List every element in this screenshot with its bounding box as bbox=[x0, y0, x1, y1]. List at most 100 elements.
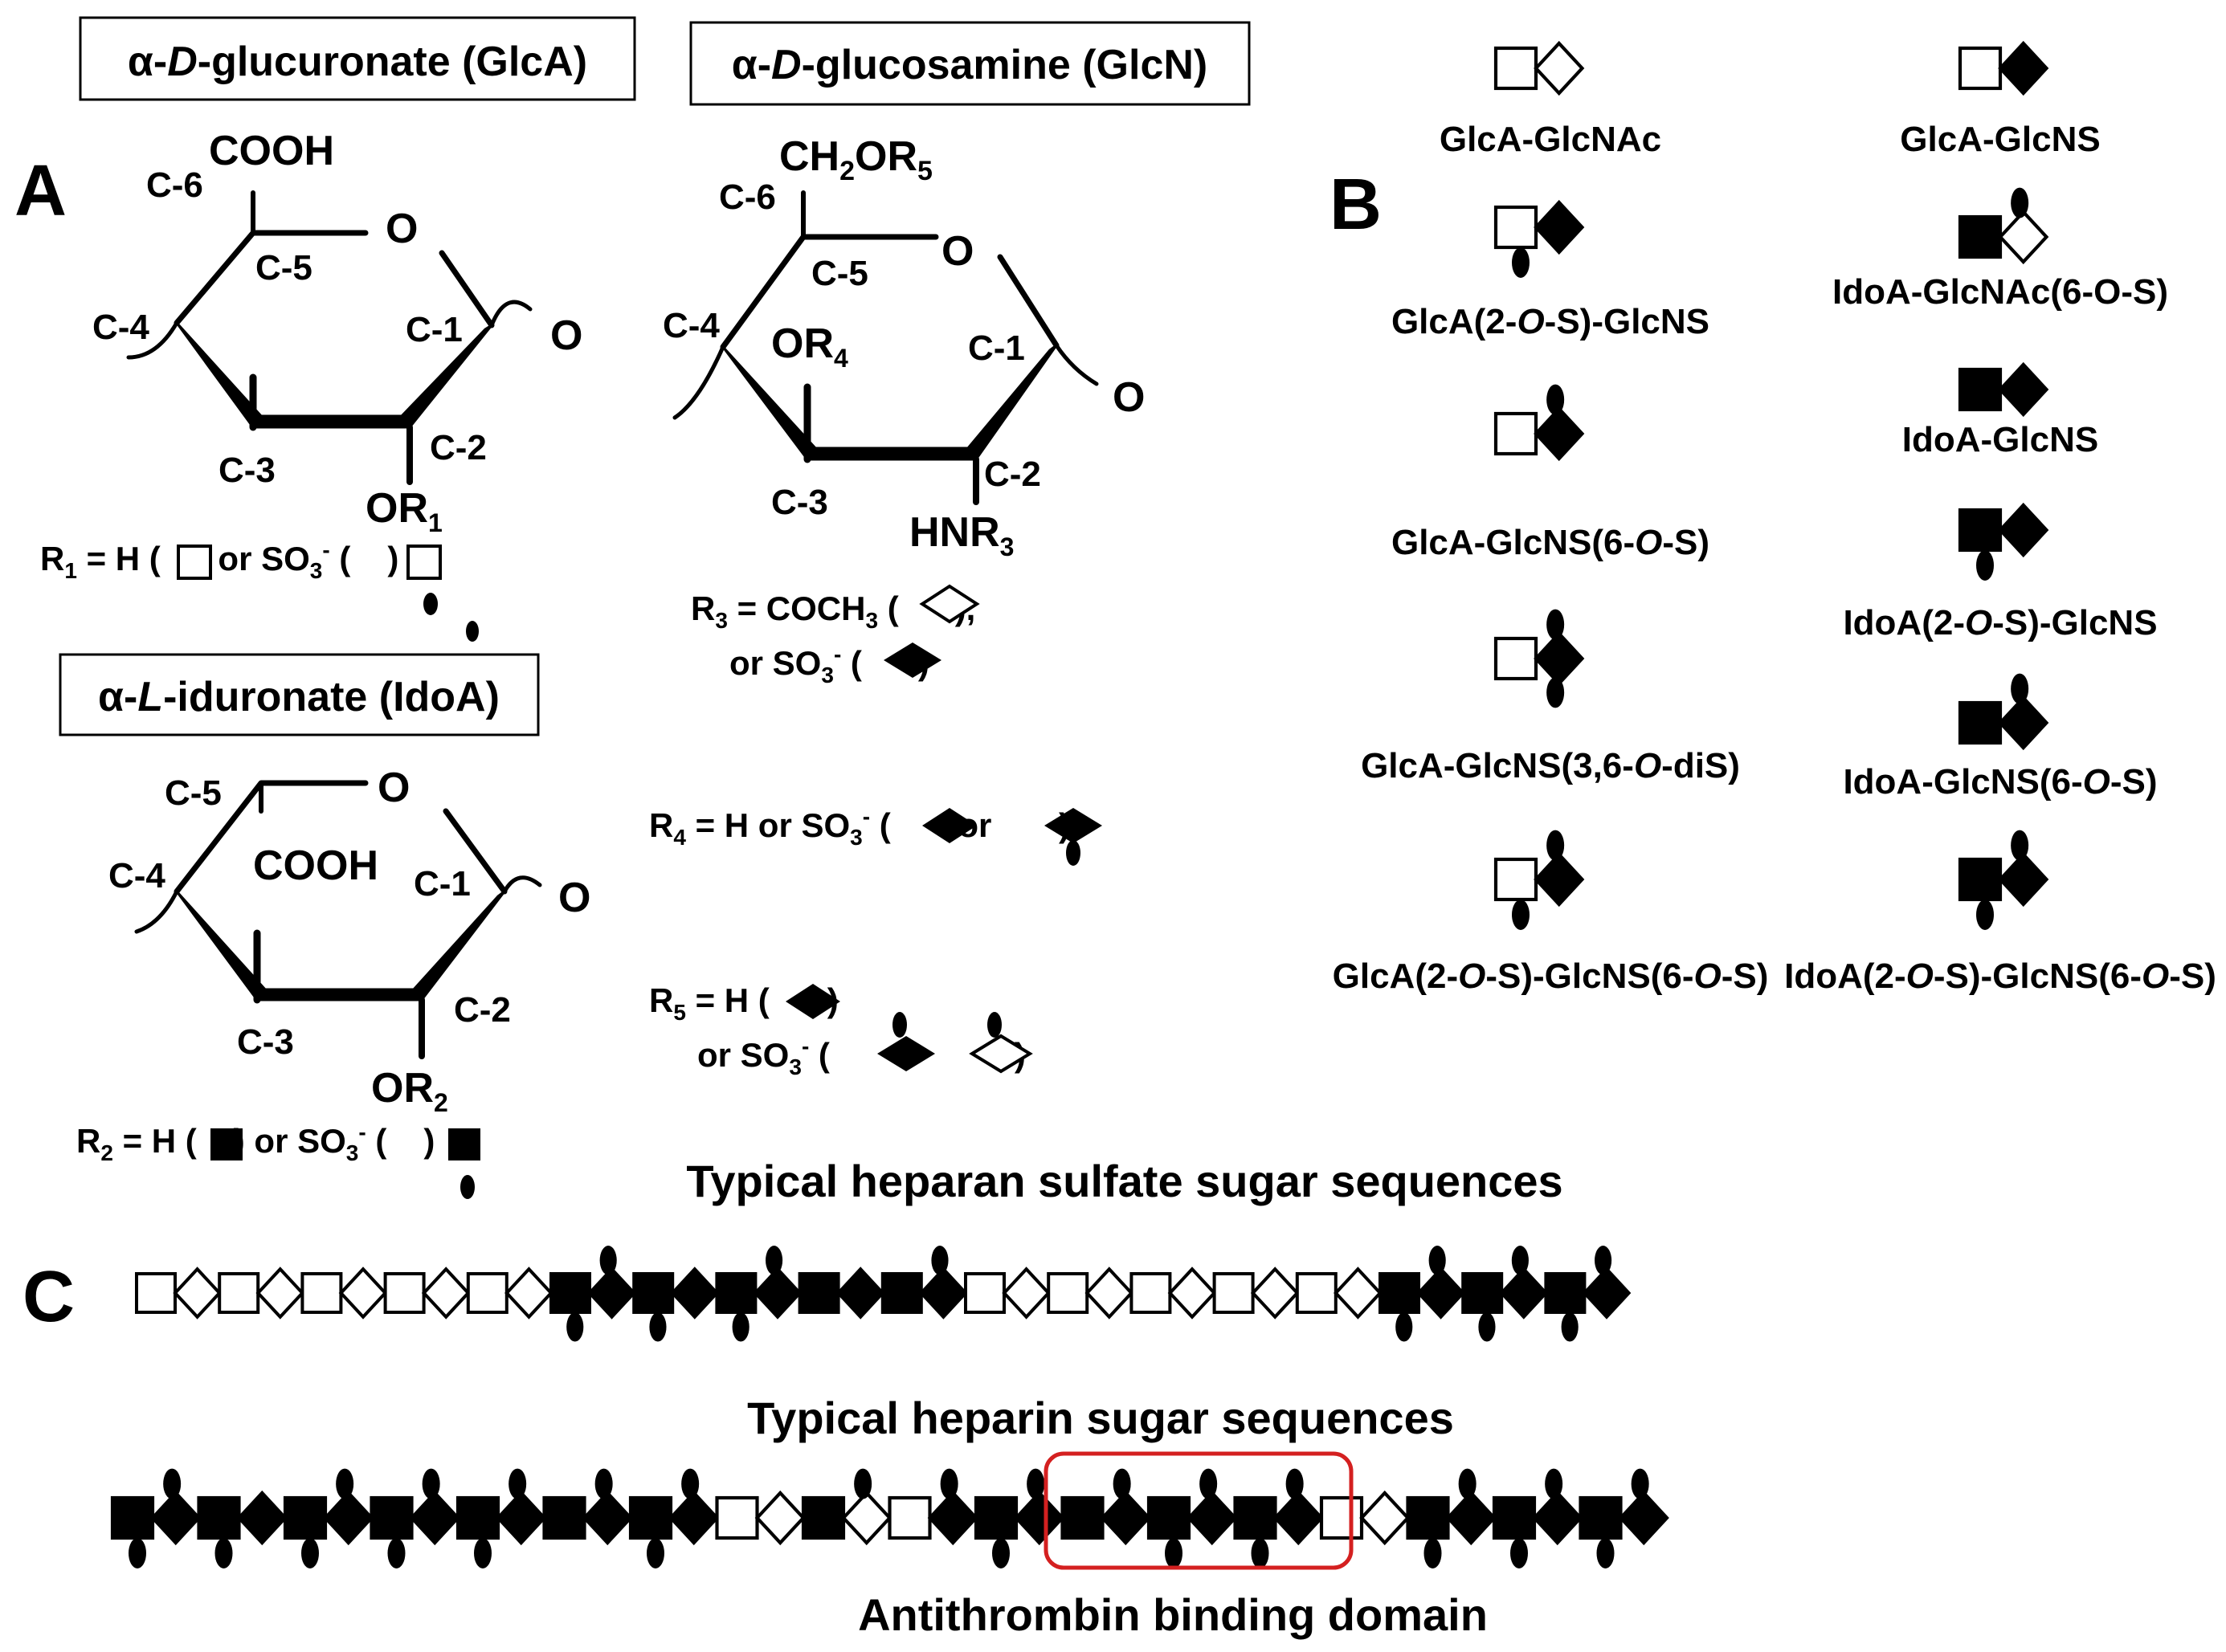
chain-disaccharide-unit bbox=[1378, 1246, 1465, 1342]
glca-square-icon bbox=[218, 1272, 260, 1314]
disaccharide-symbol bbox=[1493, 609, 1585, 708]
glca-square-icon bbox=[1212, 1272, 1255, 1314]
glca-open-square-icon bbox=[177, 545, 212, 580]
glcn-r4-legend: R4 = H or SO3- ( or ) bbox=[649, 804, 1070, 850]
glca-square-icon bbox=[1493, 857, 1538, 902]
glcns-diamond-icon bbox=[150, 1490, 202, 1546]
glcns-diamond-icon bbox=[670, 1267, 720, 1320]
idoa-square-icon bbox=[1233, 1495, 1277, 1540]
glcns-diamond-icon bbox=[1998, 502, 2049, 558]
sulfate-2o-mark bbox=[1478, 1312, 1496, 1342]
sulfate-6o-mark bbox=[1511, 1246, 1529, 1275]
chain-disaccharide-unit bbox=[632, 1267, 720, 1342]
glcns-diamond-icon bbox=[1187, 1490, 1238, 1546]
glcnac-diamond-icon bbox=[1002, 1267, 1051, 1320]
glca-square-icon bbox=[1958, 46, 2003, 91]
idoa-square-icon bbox=[1544, 1272, 1587, 1314]
glcns-diamond-icon bbox=[1534, 630, 1585, 687]
glca-r1-legend: R1 = H () or SO3- () bbox=[40, 537, 398, 583]
sulfate-2o-mark bbox=[647, 1538, 664, 1568]
glca-square-icon bbox=[964, 1272, 1006, 1314]
glca-c3: C-3 bbox=[219, 451, 276, 490]
glcns-diamond-icon bbox=[1582, 1267, 1632, 1320]
glcns-diamond-icon bbox=[1998, 361, 2049, 418]
glcnac-diamond-icon bbox=[1167, 1267, 1217, 1320]
glcn-c3: C-3 bbox=[771, 483, 828, 522]
glca-square-icon bbox=[1493, 205, 1538, 250]
disaccharide-symbol bbox=[1493, 199, 1585, 278]
panel-label-a: A bbox=[14, 151, 67, 231]
sulfate-2o-mark bbox=[1976, 550, 1994, 581]
chain-disaccharide-unit bbox=[197, 1490, 288, 1568]
idoa-square-icon bbox=[542, 1495, 586, 1540]
glcns-diamond-icon bbox=[1998, 40, 2049, 96]
chain-disaccharide-unit bbox=[801, 1468, 892, 1546]
antithrombin-binding-domain-label: Antithrombin binding domain bbox=[858, 1589, 1488, 1640]
disaccharide-label: IdoA-GlcNS(6-O-S) bbox=[1843, 762, 2157, 802]
idoa-square-icon bbox=[197, 1495, 241, 1540]
disaccharide-symbol bbox=[1958, 361, 2049, 418]
sulfate-2o-mark bbox=[1423, 1538, 1442, 1568]
glca-square-icon bbox=[888, 1495, 932, 1540]
idoa-square-icon bbox=[110, 1495, 155, 1540]
sulfate-6o-mark bbox=[2011, 673, 2029, 704]
idoa-ring bbox=[134, 780, 542, 1059]
glcns-diamond-icon bbox=[1534, 199, 1585, 255]
disaccharide-label: IdoA-GlcNS bbox=[1902, 420, 2098, 459]
glcnac-diamond-icon bbox=[1084, 1267, 1134, 1320]
disaccharide-label: GlcA-GlcNS(6-O-S) bbox=[1391, 523, 1709, 562]
idoa-title: α-L-iduronate (IdoA) bbox=[98, 674, 500, 720]
glcnac-diamond-icon bbox=[504, 1267, 553, 1320]
glcns-diamond-icon bbox=[236, 1490, 288, 1546]
glca-square-icon bbox=[1493, 636, 1538, 681]
chain-disaccharide-unit bbox=[466, 1267, 553, 1320]
sulfate-2o-mark bbox=[1512, 899, 1530, 930]
sulfate-6o-mark bbox=[766, 1246, 783, 1275]
idoa-c1: C-1 bbox=[414, 864, 471, 904]
sulfate-2o-mark bbox=[1165, 1538, 1182, 1568]
glcns-diamond-icon bbox=[1100, 1490, 1151, 1546]
glcn-c4: C-4 bbox=[663, 306, 720, 345]
sulfate-6o-mark bbox=[1199, 1468, 1218, 1499]
heparin-chain bbox=[110, 1468, 1669, 1568]
disaccharide-symbol bbox=[1493, 830, 1585, 930]
sulfate-6o-mark bbox=[1595, 1246, 1612, 1275]
glcn-c6: C-6 bbox=[719, 177, 776, 217]
sulfate-2o-mark bbox=[992, 1538, 1010, 1568]
sulfate-mark bbox=[466, 621, 479, 642]
idoa-carboxyl: COOH bbox=[253, 842, 378, 889]
glcnac-diamond-icon bbox=[1250, 1267, 1300, 1320]
glcnac-diamond-icon bbox=[338, 1267, 388, 1320]
glcns-3o-sulfated-diamond-icon bbox=[1044, 808, 1102, 866]
glcns-diamond-icon bbox=[582, 1490, 633, 1546]
disaccharide-label: GlcA-GlcNS bbox=[1900, 120, 2100, 159]
sulfate-2o-mark bbox=[1251, 1538, 1269, 1568]
disaccharide-symbol bbox=[1958, 187, 2049, 265]
idoa-or2: OR2 bbox=[371, 1065, 448, 1117]
glcns-diamond-icon bbox=[1532, 1490, 1583, 1546]
idoa-filled-square-icon bbox=[210, 1128, 243, 1160]
glca-square-icon bbox=[1493, 46, 1538, 91]
glcns-diamond-icon bbox=[835, 1267, 885, 1320]
glcns-diamond-icon bbox=[1998, 851, 2049, 908]
disaccharide-label: GlcA-GlcNAc bbox=[1440, 120, 1661, 159]
glcn-glycosidic-oxygen: O bbox=[1113, 374, 1145, 421]
sulfate-6o-mark bbox=[2011, 830, 2029, 861]
glcn-r5-legend-line2: or SO3- () bbox=[697, 1034, 1026, 1079]
glcnac-diamond-icon bbox=[1334, 1267, 1383, 1320]
chain-disaccharide-unit bbox=[300, 1267, 388, 1320]
chain-disaccharide-unit bbox=[135, 1267, 222, 1320]
glcnac-diamond-icon bbox=[754, 1490, 806, 1546]
heparan-sulfate-chain bbox=[135, 1246, 1632, 1342]
glcnac-diamond-icon bbox=[173, 1267, 222, 1320]
sulfate-2o-mark bbox=[1561, 1312, 1579, 1342]
disaccharide-label: IdoA(2-O-S)-GlcNS bbox=[1843, 603, 2157, 642]
idoa-square-icon bbox=[455, 1495, 500, 1540]
idoa-c2: C-2 bbox=[454, 990, 511, 1030]
glca-c2: C-2 bbox=[430, 428, 487, 467]
chain-disaccharide-unit bbox=[383, 1267, 471, 1320]
sulfate-2o-mark bbox=[301, 1538, 319, 1568]
glcns-diamond-icon bbox=[323, 1490, 374, 1546]
idoa-square-icon bbox=[1146, 1495, 1191, 1540]
idoa-square-icon bbox=[549, 1272, 591, 1314]
